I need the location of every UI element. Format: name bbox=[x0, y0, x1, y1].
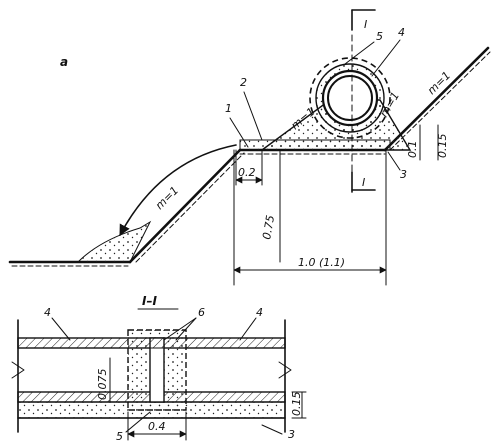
section-marker-bottom: I bbox=[351, 171, 376, 193]
section-callout-3: 3 bbox=[261, 424, 295, 441]
svg-text:4: 4 bbox=[398, 26, 405, 39]
section-title: I–I bbox=[142, 294, 157, 308]
svg-text:0.75: 0.75 bbox=[260, 214, 277, 240]
svg-text:1: 1 bbox=[225, 102, 232, 115]
section-dimension-left: 0.075 bbox=[96, 357, 111, 403]
left-embankment-slope bbox=[128, 148, 245, 264]
svg-text:3: 3 bbox=[400, 168, 407, 181]
section-dimension-gap: 0.4 bbox=[127, 411, 187, 441]
section-callout-4-left: 4 bbox=[44, 306, 71, 341]
slope-label-left: m=1 bbox=[153, 184, 181, 212]
right-embankment-slope bbox=[383, 46, 491, 152]
svg-text:3: 3 bbox=[288, 428, 295, 441]
panel-label: a bbox=[60, 55, 68, 69]
section-callout-4-right: 4 bbox=[239, 306, 263, 341]
dimension-width: 1.0 (1.1) bbox=[233, 149, 387, 286]
excavated-soil-pile bbox=[76, 220, 152, 263]
section-marker-top-label: I bbox=[364, 18, 367, 31]
section-dimension-right: 0.15 bbox=[290, 391, 307, 419]
svg-text:5: 5 bbox=[376, 30, 383, 43]
svg-text:6: 6 bbox=[198, 306, 205, 319]
callout-3: 3 bbox=[387, 151, 407, 181]
ground-surface bbox=[8, 260, 132, 267]
break-symbol-right bbox=[278, 361, 292, 379]
excavation-arrow bbox=[119, 144, 237, 236]
svg-text:4: 4 bbox=[44, 306, 51, 319]
section-marker-top: I bbox=[351, 9, 376, 186]
break-symbol-left bbox=[11, 361, 25, 379]
svg-text:5: 5 bbox=[116, 430, 123, 443]
base-layer bbox=[239, 139, 391, 151]
longitudinal-section-view: I–I 4 4 6 3 bbox=[11, 294, 307, 443]
svg-text:0.075: 0.075 bbox=[96, 369, 109, 401]
callout-2: 2 bbox=[240, 76, 263, 141]
svg-text:0.1: 0.1 bbox=[406, 141, 419, 159]
dimension-berm: 0.2 bbox=[235, 149, 263, 186]
cross-section-view: a bbox=[8, 9, 491, 286]
callout-4: 4 bbox=[371, 26, 405, 77]
svg-text:2: 2 bbox=[240, 76, 247, 89]
joint-gap-top bbox=[149, 337, 165, 349]
pipe bbox=[309, 57, 391, 139]
svg-text:0.2: 0.2 bbox=[238, 166, 256, 179]
dimension-right-small: 0.1 0.15 bbox=[406, 124, 449, 161]
section-callout-5: 5 bbox=[116, 411, 151, 443]
svg-text:0.4: 0.4 bbox=[148, 420, 166, 433]
svg-text:0.15: 0.15 bbox=[290, 392, 303, 417]
svg-text:1.0 (1.1): 1.0 (1.1) bbox=[298, 256, 345, 269]
dimension-height: 0.75 bbox=[260, 149, 281, 263]
callout-5: 5 bbox=[344, 30, 383, 65]
svg-text:4: 4 bbox=[256, 306, 263, 319]
svg-text:0.15: 0.15 bbox=[436, 134, 449, 159]
section-marker-bottom-label: I bbox=[362, 176, 365, 189]
section-callout-6: 6 bbox=[163, 306, 205, 341]
callout-1: 1 bbox=[225, 102, 249, 148]
